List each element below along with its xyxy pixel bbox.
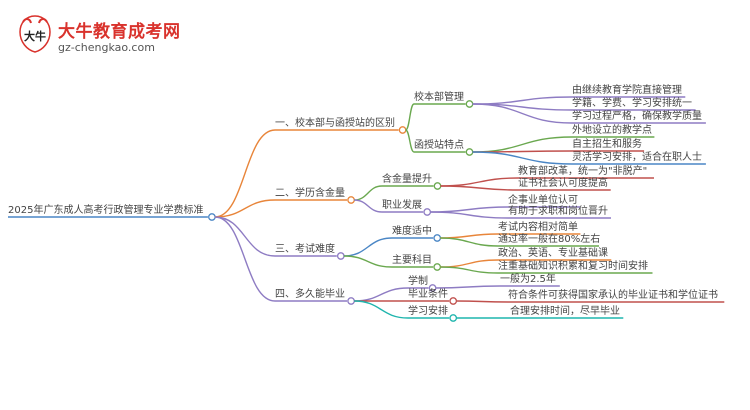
branch-1-child-1-connector xyxy=(404,103,415,131)
branch-2-child-2-dot xyxy=(423,208,432,216)
leaf-1-1-2: 学籍、学费、学习安排统一 xyxy=(572,96,692,109)
branch-1-connector xyxy=(214,129,276,218)
leaf-3-2-1: 政治、英语、专业基础课 xyxy=(498,246,608,259)
branch-3-connector xyxy=(214,216,276,257)
leaf-3-1-1: 考试内容相对简单 xyxy=(498,220,578,233)
branch-4-topic: 四、多久能毕业 xyxy=(275,287,345,300)
branch-4-child-2-dot xyxy=(449,297,458,305)
leaf-2-2-2: 有助于求职和岗位晋升 xyxy=(508,204,608,217)
branch-3-topic: 三、考试难度 xyxy=(275,242,335,255)
branch-3-child-2-dot xyxy=(433,263,442,271)
leaf-3-2-1-connector xyxy=(440,259,499,268)
leaf-2-2-1-connector xyxy=(430,206,509,213)
bull-logo-icon: 大牛 xyxy=(19,15,51,53)
leaf-1-2-3: 灵活学习安排，适合在职人士 xyxy=(572,150,702,163)
branch-3-child-1-dot xyxy=(433,234,442,242)
site-url[interactable]: gz-chengkao.com xyxy=(58,41,155,54)
leaf-2-2-1: 企事业单位认可 xyxy=(508,193,578,206)
branch-2-child-2-topic: 职业发展 xyxy=(382,198,422,211)
root-topic: 2025年广东成人高考行政管理专业学费标准 xyxy=(8,203,203,216)
branch-3-child-2-connector xyxy=(343,255,393,268)
leaf-3-1-2: 通过率一般在80%左右 xyxy=(498,232,600,245)
branch-4-connector xyxy=(214,216,276,302)
site-logo[interactable]: 大牛 大牛教育成考网 gz-chengkao.com xyxy=(18,14,238,58)
branch-1-child-2-topic: 函授站特点 xyxy=(414,138,464,151)
leaf-3-2-2-connector xyxy=(440,266,499,274)
branch-4-child-3-dot xyxy=(449,314,458,322)
branch-2-child-1-topic: 含金量提升 xyxy=(382,172,432,185)
leaf-4-1-1: 一般为2.5年 xyxy=(500,272,556,285)
branch-2-dot xyxy=(347,196,355,204)
leaf-1-1-1-connector xyxy=(472,96,573,105)
leaf-4-3-1: 合理安排时间，尽早毕业 xyxy=(510,304,620,317)
branch-4-child-2-topic: 毕业条件 xyxy=(408,287,448,300)
branch-1-topic: 一、校本部与函授站的区别 xyxy=(275,116,395,129)
leaf-2-1-1-connector xyxy=(440,177,519,187)
branch-1-child-1-topic: 校本部管理 xyxy=(414,90,464,103)
leaf-1-2-2: 自主招生和服务 xyxy=(572,137,642,150)
branch-2-child-1-dot xyxy=(433,182,442,190)
branch-3-dot xyxy=(336,252,345,260)
branch-1-dot xyxy=(398,126,407,134)
branch-3-child-1-connector xyxy=(343,237,393,257)
svg-text:大牛: 大牛 xyxy=(24,29,46,43)
branch-2-child-2-connector xyxy=(354,199,383,213)
root-topic-dot xyxy=(208,213,216,221)
leaf-4-1-1-connector xyxy=(435,285,501,289)
leaf-2-1-2-connector xyxy=(440,185,519,191)
site-name: 大牛教育成考网 xyxy=(58,22,181,42)
leaf-1-2-3-connector xyxy=(472,151,573,165)
branch-4-dot xyxy=(347,297,355,305)
branch-1-child-2-dot xyxy=(465,148,474,156)
branch-2-topic: 二、学历含金量 xyxy=(275,186,345,199)
leaf-1-2-1: 外地设立的教学点 xyxy=(572,123,652,136)
branch-4-child-3-topic: 学习安排 xyxy=(408,304,448,317)
leaf-1-1-1: 由继续教育学院直接管理 xyxy=(572,83,682,96)
branch-1-child-1-dot xyxy=(465,100,474,108)
branch-4-child-1-connector xyxy=(354,287,409,302)
branch-4-child-1-topic: 学制 xyxy=(408,274,428,287)
leaf-3-1-2-connector xyxy=(440,237,499,247)
branch-2-child-1-connector xyxy=(354,185,383,201)
leaf-4-2-1: 符合条件可获得国家承认的毕业证书和学位证书 xyxy=(508,288,718,301)
branch-4-child-3-connector xyxy=(354,300,409,319)
leaf-1-1-3-connector xyxy=(472,103,573,124)
branch-3-child-2-topic: 主要科目 xyxy=(392,253,432,266)
leaf-1-1-3: 学习过程严格，确保教学质量 xyxy=(572,109,702,122)
leaf-2-2-2-connector xyxy=(430,211,509,219)
leaf-3-2-2: 注重基础知识积累和复习时间安排 xyxy=(498,259,648,272)
leaf-1-2-1-connector xyxy=(472,136,573,153)
branch-1-child-2-connector xyxy=(405,129,415,153)
leaf-2-1-1: 教育部改革，统一为"非脱产" xyxy=(518,164,647,177)
leaf-3-1-1-connector xyxy=(440,233,499,239)
branch-2-connector xyxy=(214,199,276,218)
branch-3-child-1-topic: 难度适中 xyxy=(392,224,432,237)
leaf-2-1-2: 证书社会认可度提高 xyxy=(518,176,608,189)
leaf-4-2-1-connector xyxy=(456,300,509,303)
